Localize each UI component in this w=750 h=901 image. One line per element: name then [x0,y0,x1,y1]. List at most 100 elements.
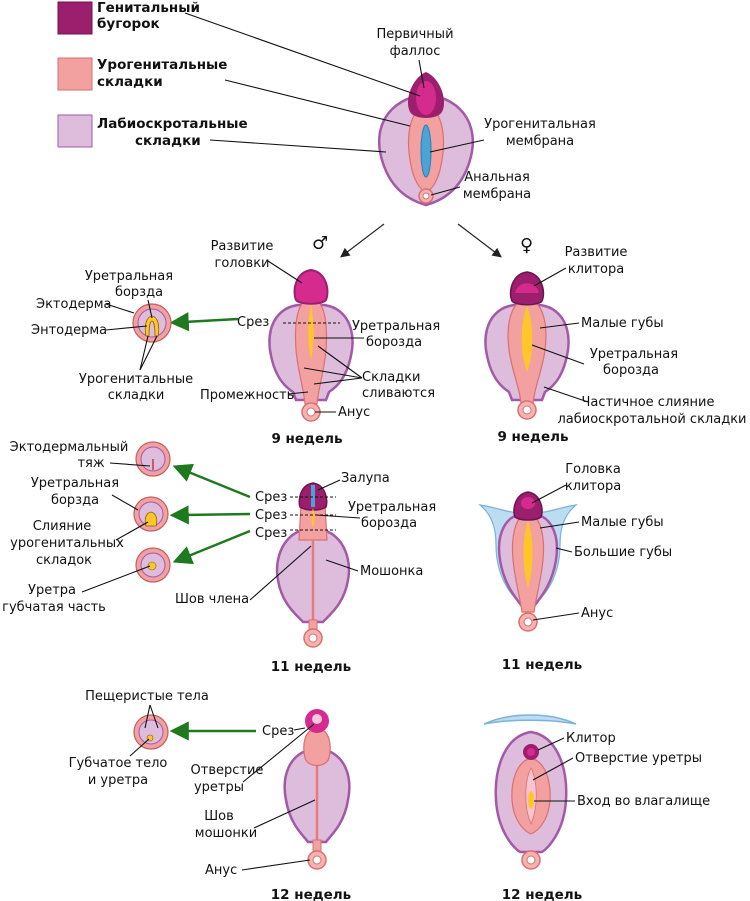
f12-vaginal-entrance [528,791,534,809]
m11-stage-label: 11 недель [271,659,351,675]
top-leader-anal [430,186,461,196]
m11-label-urethral-groove-line1: Уретральная [348,500,436,515]
top-label-urogenital-membrane-line2: мембрана [506,134,574,149]
top-label-anal-membrane-line2: мембрана [463,187,531,202]
m11-sec-label-fusion-line3: складок [36,553,92,568]
m9-glans [293,268,329,305]
m11-sec-label-groove-line2: борзда [51,493,99,508]
f12-clitoris-glans [527,748,535,756]
f9-anus-opening [522,405,532,415]
m9-label-perineum: Промежность [200,388,294,403]
top-label-anal-membrane-line1: Анальная [464,170,530,185]
m11-label-cut1: Срез [255,490,287,505]
m9-section-inner [137,308,167,338]
m9-sec-label-endoderm: Энтодерма [31,323,107,338]
m12-leader-urethral-opening [242,723,315,783]
m11-sec-leader-fusion [115,521,149,541]
m12-anus-opening [312,855,322,865]
legend-label-genital-tubercle-line2: бугорок [97,16,160,32]
f11-clitoris-glans [521,497,535,509]
m12-sec-leader-cavernous [144,704,159,729]
top-label-primary-phallus-line2: фаллос [390,44,441,59]
m11-sec-leader-cord [109,462,151,467]
m9-label-urethral-groove-line2: борозда [366,335,422,350]
m9-label-glans-dev-line2: головки [214,256,269,271]
f9-leader-clitoris [533,267,567,287]
f12-anus-opening [526,855,536,865]
legend-label-urogenital-folds-line2: складки [97,74,163,90]
m11-label-cut3: Срез [255,526,287,541]
m9-sec-leader-endoderm [105,325,148,331]
f11-label-clitoris-glans-line2: клитора [565,479,621,494]
f9-label-partial-fusion-line2: лабиоскротальной складки [557,412,746,427]
top-label-urogenital-membrane-line1: Урогенитальная [484,117,596,132]
top-label-primary-phallus-line1: Первичный [376,27,453,42]
f9-label-partial-fusion-line1: Частичное слияние [582,395,715,410]
top-leader-membrane [429,139,485,153]
m11-sec-leader-urethra [81,565,151,593]
m9-sec-label-groove-line2: борзда [115,285,163,300]
arrow-to-female [457,223,502,258]
legend-swatch-urogenital-folds [57,57,93,91]
m9-label-glans-dev-line1: Развитие [211,239,274,254]
m9-urethral-groove [308,304,314,360]
m9-anus-opening [306,407,316,417]
f12-labia-majora [483,714,577,725]
m11-leader-scrotum [325,559,359,572]
f9-urethral-groove [521,305,533,372]
female-symbol: ♀ [520,235,533,256]
f11-leader-clitoris [531,484,567,504]
f9-label-clitoris-dev-line1: Развитие [565,245,628,260]
top-phallus-glans [416,81,436,115]
female-9-weeks: Развитие клитора Малые губы Уретральная … [484,245,747,445]
m12-urethral-opening [312,714,322,724]
m12-perineum [312,839,322,853]
m11-sec-label-urethra-line2: губчатая часть [2,600,106,615]
m12-label-urethral-opening-line2: уретры [194,780,244,795]
m12-leader-raphe [253,799,316,829]
f12-label-vaginal-entrance: Вход во влагалище [577,794,710,809]
m11-leader-groove [315,514,361,519]
f9-label-labia-minora: Малые губы [581,316,664,331]
female-12-weeks: Клитор Отверстие уретры Вход во влагалищ… [483,714,710,901]
m9-sec-label-folds-line1: Урогенитальные [79,372,193,387]
f9-leader-fusion [543,386,589,403]
m11-sec-label-cord-line2: тяж [77,456,104,471]
m9-label-anus: Анус [338,405,370,420]
m9-sec-leader-folds [139,335,158,371]
m11-leader-glans [317,479,341,491]
m9-green-arrow [169,312,239,332]
f11-label-labia-minora: Малые губы [581,515,664,530]
m9-label-cut: Срез [237,315,269,330]
f11-anus-opening [523,617,533,627]
f11-label-anus: Анус [581,606,613,621]
m11-leader-raphe [249,545,312,601]
m11-sec-label-fusion-line2: урогенитальных [10,536,124,551]
male-9-weeks: Развитие головки Срез Уретральная борозд… [31,239,440,447]
legend-label-labioscrotal-folds-line2: складки [135,133,201,149]
m9-sec-leader-ectoderm [105,303,135,314]
m12-sec-leader-spongy [129,738,150,757]
f11-leader-anus [532,612,580,621]
f9-leader-groove [531,344,585,365]
m9-stage-label: 9 недель [271,431,342,447]
arrow-to-male [340,223,385,258]
f9-label-clitoris-dev-line2: клитора [568,262,624,277]
m11-glans-groove [311,485,315,507]
m12-label-anus: Анус [205,863,237,878]
f9-leader-labia-minora [539,322,580,329]
m11-label-glans: Залупа [341,471,390,486]
m11-urethral-groove [311,508,315,528]
f11-label-clitoris-glans-line1: Головка [565,462,621,477]
f9-clitoris-glans [515,283,539,293]
legend: Генитальный бугорок Урогенитальные склад… [57,0,248,149]
m9-sec-leader-groove [147,299,153,319]
f12-leader-urethral-opening [532,757,574,781]
m11-sec-label-urethra-line1: Уретра [28,583,76,598]
f12-leader-clitoris [537,737,565,751]
m12-label-cut: Срез [262,724,294,739]
m9-leader-glans [267,260,303,284]
m12-label-scrotal-raphe-line2: мошонки [195,826,257,841]
m9-sec-label-ectoderm: Эктодерма [36,297,111,312]
